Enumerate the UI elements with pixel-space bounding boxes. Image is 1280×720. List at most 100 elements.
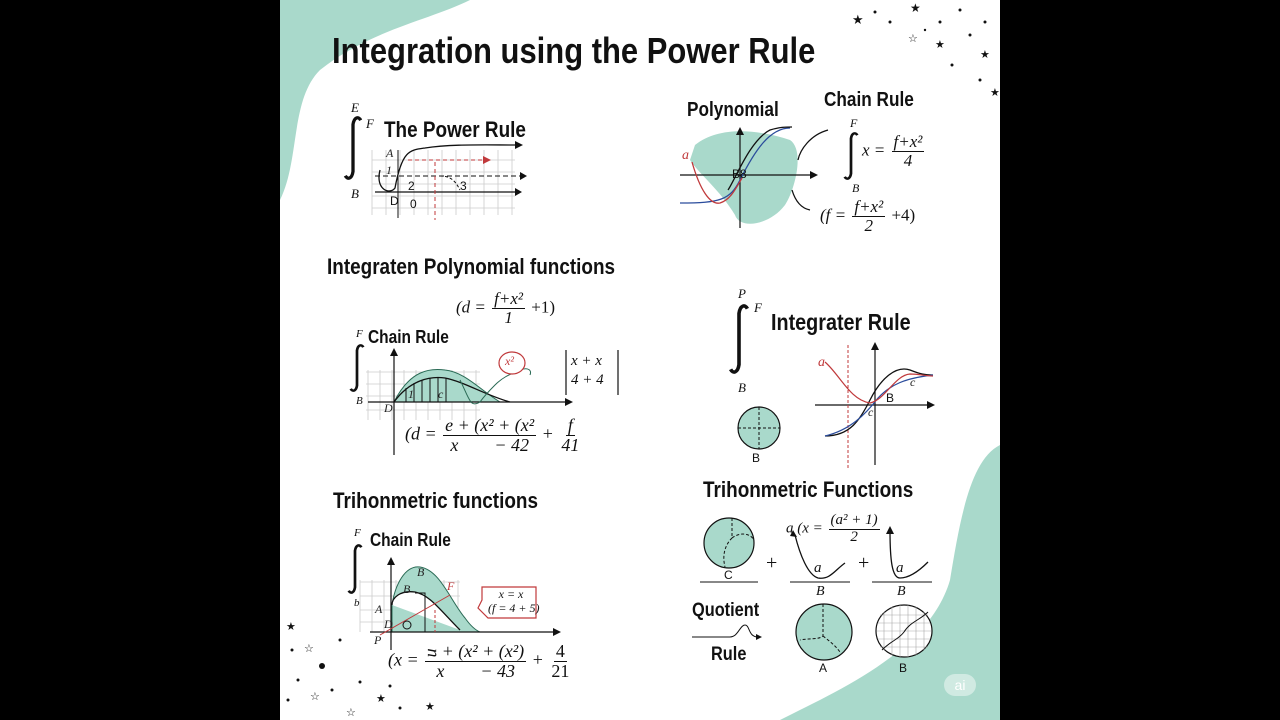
graph-label: D: [384, 401, 393, 415]
curve-label: c: [868, 405, 874, 419]
integral-superscript: F: [754, 300, 762, 315]
integral-upper-limit: F: [354, 527, 361, 539]
graph-label: P: [374, 633, 382, 647]
denominator: x − 43: [436, 660, 515, 681]
ai-watermark: ai: [944, 674, 976, 696]
integral-lower-limit: b: [354, 597, 360, 609]
graph-label: D: [384, 617, 393, 631]
quotient-label: Quotient: [692, 600, 760, 621]
svg-text:★: ★: [852, 12, 864, 27]
plus-sign: +: [858, 552, 870, 574]
svg-text:☆: ☆: [908, 33, 918, 45]
polynomial-heading: Polynomial: [687, 99, 779, 121]
graph-label: 1: [386, 163, 392, 177]
graph-label: 0: [410, 197, 417, 211]
svg-text:★: ★: [376, 693, 386, 705]
graph-label: 1: [408, 387, 414, 401]
graph-label: F: [447, 579, 455, 593]
graph-label: 2: [408, 179, 415, 193]
curve-label: a: [896, 560, 904, 576]
circle-label: A: [819, 661, 828, 675]
graph-label: 3: [460, 179, 467, 193]
numerator: f+x²: [852, 197, 886, 217]
teal-blob-top-left: [280, 0, 470, 200]
svg-text:★: ★: [935, 39, 945, 51]
callout-line: x = x: [498, 587, 524, 601]
svg-text:☆: ☆: [310, 691, 320, 703]
denominator: 2: [850, 528, 858, 545]
trig-left-heading: Trihonmetric functions: [333, 488, 538, 513]
equation-lhs: (d =: [456, 297, 486, 317]
graph-label: A: [386, 146, 394, 160]
integral-sign: [728, 304, 750, 374]
curve-label: a: [814, 560, 822, 576]
abs-bottom: 4 + 4: [571, 372, 604, 388]
trig-right-equation: a (x = (a² + 1)2: [786, 512, 882, 546]
plus-sign: +: [532, 649, 543, 670]
integral-lower-limit: B: [852, 181, 860, 195]
callout-line: (f = 4 + 5): [488, 601, 540, 615]
svg-text:☆: ☆: [304, 643, 314, 655]
fraction-label: B: [897, 584, 906, 599]
equation-lhs: x =: [862, 140, 886, 160]
page-title: Integration using the Power Rule: [332, 30, 816, 71]
curve-label: B: [886, 391, 895, 405]
abs-top: x + x: [571, 353, 602, 369]
svg-text:☆: ☆: [346, 707, 356, 719]
integral-sign: [343, 116, 363, 180]
fraction-label: B: [816, 584, 825, 599]
polynomial-graph: [679, 126, 829, 228]
denominator: 4: [903, 150, 913, 170]
numerator: f+x²: [891, 132, 925, 152]
plus-sign: +: [766, 552, 778, 574]
svg-text:★: ★: [286, 621, 296, 633]
rule-label: Rule: [711, 644, 747, 665]
callout-box: x = x (f = 4 + 5): [488, 587, 540, 615]
graph-label: B: [403, 582, 411, 596]
svg-text:★: ★: [990, 87, 1000, 99]
circle-label: B: [752, 451, 761, 465]
integral-upper-limit: F: [356, 328, 363, 340]
teal-blob-polynomial: [690, 131, 798, 224]
absolute-value-expression: x + x 4 + 4: [571, 352, 604, 390]
equation-tail: +4): [891, 205, 916, 225]
chain-rule-subheading: Chain Rule: [368, 327, 449, 347]
numerator: e + (x² + (x²: [443, 415, 537, 436]
denominator: 2: [864, 215, 874, 235]
power-rule-graph: [371, 141, 527, 220]
graph-label: D: [390, 194, 399, 208]
svg-text:★: ★: [980, 49, 990, 61]
denominator: 41: [561, 434, 580, 455]
integrater-heading: Integrater Rule: [771, 309, 911, 335]
curve-label: a: [682, 148, 689, 163]
curve-label: c: [910, 375, 916, 389]
numerator: f: [565, 415, 575, 436]
integral-upper-limit: F: [850, 116, 858, 130]
trig-right-heading: Trihonmetric Functions: [703, 477, 914, 502]
integral-upper-limit: P: [738, 286, 746, 301]
integral-lower-limit: B: [351, 186, 359, 201]
integral-sign: [349, 344, 365, 392]
graph-label: c: [438, 387, 444, 401]
teal-blob-bottom-right: [780, 445, 1000, 720]
stars-bottom-left: ★☆ ☆☆ ★★: [286, 621, 435, 719]
integraten-graph: [366, 348, 619, 455]
plus-sign: +: [542, 423, 553, 444]
integral-lower-limit: B: [356, 395, 363, 407]
equation-lhs: (f =: [820, 205, 847, 225]
equation-prefix: a: [786, 520, 794, 537]
chain-rule-subheading: Chain Rule: [370, 530, 451, 550]
integraten-heading: Integraten Polynomial functions: [327, 254, 616, 279]
graph-label: A: [375, 602, 383, 616]
equation-tail: +1): [531, 297, 555, 317]
circle-label: B: [899, 661, 908, 675]
numerator: ᴝ + (x² + (x²): [425, 641, 527, 662]
speech-bubble-text: x²: [505, 354, 514, 368]
infographic-canvas: ★★ ☆★ ★★ ★☆ ☆☆ ★★ Integration using the …: [280, 0, 1000, 720]
numerator: 4: [553, 641, 567, 662]
